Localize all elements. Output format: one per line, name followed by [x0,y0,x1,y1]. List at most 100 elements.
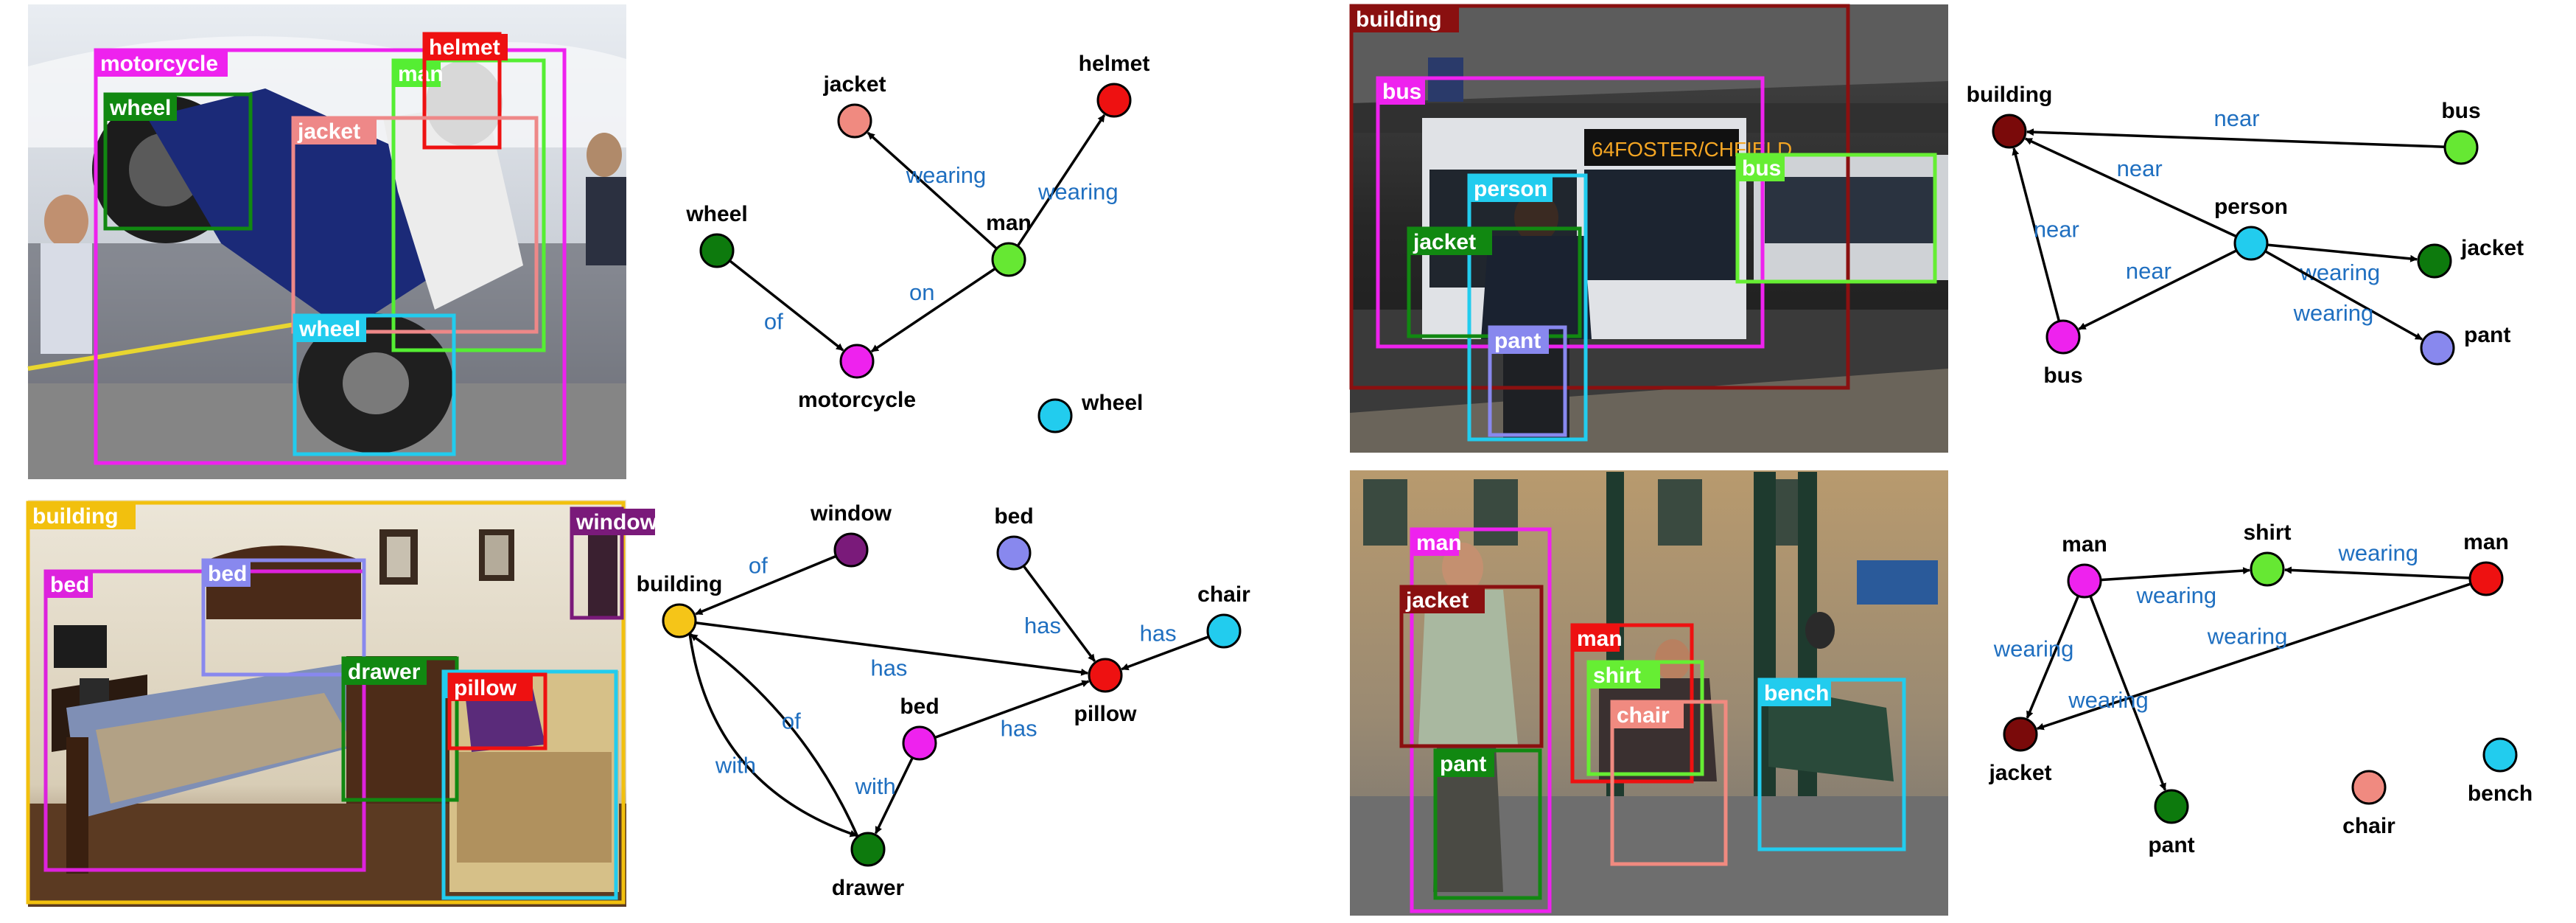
edge-man1-to-jacket [2026,595,2080,719]
bbox-tag: building [32,504,119,529]
node-label: bed [900,694,939,719]
node-bench: bench [2468,737,2533,806]
node-chair: chair [2342,770,2395,838]
bbox-tag: helmet [429,35,500,60]
node-circle [2003,717,2038,752]
edge-label-wearing: wearing [1037,178,1119,204]
edge-person-to-jacket [2267,243,2418,262]
node-man: man [986,211,1032,277]
node-circle [662,603,697,638]
bbox-tag: motorcycle [100,52,218,76]
node-building: building [1967,83,2053,149]
graph-layer: wearingwearingofonjackethelmetmanwheelmo… [637,52,2533,900]
bbox-tag: drawer [348,660,421,684]
bbox-tag: wheel [298,317,360,341]
node-motorcycle: motorcycle [798,344,916,412]
edge-bed2-to-pillow [934,680,1090,739]
node-pant: pant [2420,323,2510,366]
node-label: chair [1197,582,1250,607]
node-chair: chair [1197,582,1250,649]
node-drawer: drawer [832,832,905,900]
node-label: motorcycle [798,388,916,412]
bbox-wheel: wheel [293,313,456,456]
node-label: wheel [685,202,747,226]
edge-label-has: has [1024,613,1061,638]
node-circle [2233,226,2269,261]
bbox-tag: building [1356,7,1442,32]
edge-label-near: near [2117,156,2163,181]
node-label: man [2463,530,2509,554]
node-building: building [637,572,723,638]
edge-bus2-to-building [2012,147,2061,322]
bbox-helmet: helmet [422,32,508,150]
edge-chair-to-pillow [1121,635,1210,671]
node-circle [1037,398,1073,433]
node-label: window [810,501,892,526]
edge-person-to-pant [2264,250,2423,341]
node-circle [2443,130,2479,165]
edge-label-has: has [1001,716,1037,742]
node-label: building [1967,83,2053,107]
node-label: drawer [832,876,905,900]
node-label: building [637,572,723,596]
node-circle [837,103,872,139]
bbox-tag: bed [208,562,247,586]
bbox-chair: chair [1610,700,1728,866]
bbox-tag: pant [1440,752,1486,776]
node-label: pant [2464,323,2510,347]
node-circle [991,242,1026,277]
edge-label-wearing: wearing [2293,300,2374,326]
bbox-drawer: drawer [341,656,459,802]
node-circle [699,233,735,268]
edge-building-to-drawer [688,633,858,837]
node-label: bus [2043,363,2082,388]
bbox-tag: man [1416,531,1462,555]
node-label: jacket [822,72,886,97]
edge-man-to-motorcycle [870,267,996,353]
bbox-tag: bed [50,573,89,597]
edge-person-to-building [2024,137,2237,238]
bbox-shirt: shirt [1586,660,1704,776]
node-circle [2154,789,2189,824]
node-window: window [810,501,892,568]
bbox-bus: bus [1735,153,1937,284]
edge-label-with: with [715,752,756,778]
bbox-tag: bench [1764,681,1829,706]
node-circle [1096,83,1132,118]
edge-label-with: with [855,773,896,799]
edge-bus1-to-building [2026,128,2446,148]
node-pillow: pillow [1074,658,1138,726]
bbox-tag: jacket [297,119,360,144]
node-circle [2468,561,2504,596]
bbox-tag: shirt [1593,663,1641,688]
node-label: man [2062,532,2107,557]
node-label: person [2214,195,2288,219]
node-label: jacket [2460,236,2524,260]
node-bed: bed [900,694,939,761]
bbox-building: building [1349,4,1850,390]
bbox-motorcycle: motorcycle [94,48,567,465]
bbox-window: window [570,506,658,620]
node-bus: bus [2043,319,2083,388]
bbox-tag: window [575,510,658,534]
bbox-bed: bed [43,569,366,872]
node-shirt: shirt [2243,520,2292,587]
bbox-tag: man [1577,627,1623,651]
node-bus: bus [2441,99,2481,165]
edge-label-of: of [764,308,783,334]
edge-wheel1-to-motorcycle [729,260,844,352]
edge-drawer-to-building [690,633,859,837]
node-circle [2420,330,2455,366]
edge-label-of: of [749,553,768,579]
node-circle [902,725,937,761]
bbox-pant: pant [1488,325,1567,437]
node-label: pillow [1074,702,1138,726]
bbox-pillow: pillow [447,672,547,750]
node-label: helmet [1079,52,1150,76]
node-label: man [986,211,1032,235]
bbox-tag: pillow [454,676,517,700]
node-person: person [2214,195,2288,261]
